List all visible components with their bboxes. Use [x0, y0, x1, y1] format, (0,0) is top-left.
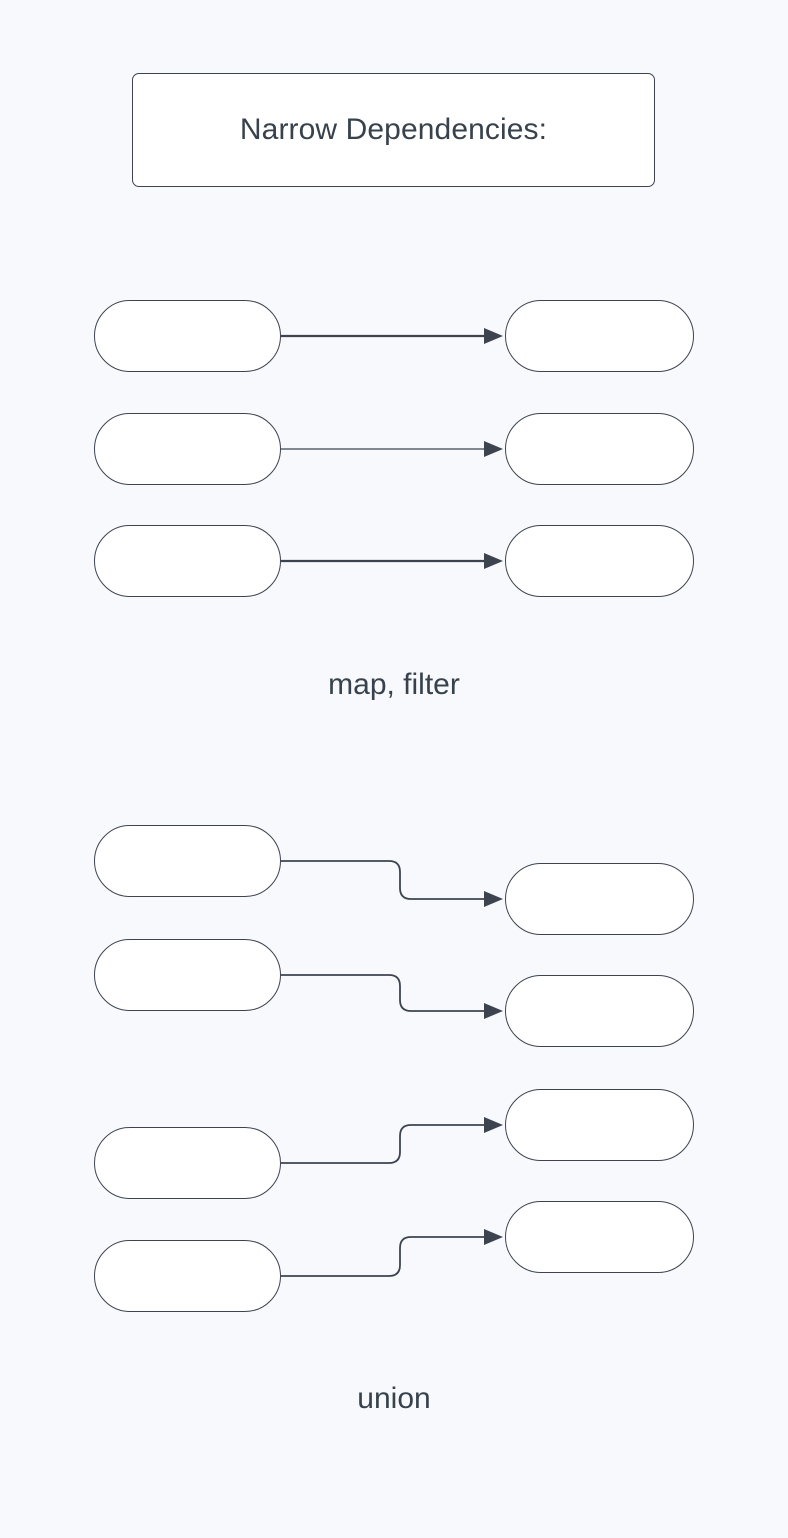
edge-union-0: [281, 860, 485, 900]
node-map-filter-target-2: [505, 525, 694, 597]
node-union-source-2: [94, 1127, 281, 1199]
node-union-target-3: [505, 1201, 694, 1273]
edge-map-filter-0-arrowhead: [484, 328, 503, 344]
node-union-target-1: [505, 975, 694, 1047]
node-map-filter-source-2: [94, 525, 281, 597]
node-union-target-2: [505, 1089, 694, 1161]
edge-union-1: [281, 974, 485, 1012]
edge-union-3-arrowhead: [484, 1229, 503, 1245]
node-map-filter-target-0: [505, 300, 694, 372]
page-title: Narrow Dependencies:: [239, 113, 548, 146]
node-union-target-0: [505, 863, 694, 935]
edge-union-2: [281, 1124, 485, 1164]
edge-union-1-arrowhead: [484, 1003, 503, 1019]
edge-map-filter-1-arrowhead: [484, 441, 503, 457]
node-union-source-1: [94, 939, 281, 1011]
edge-union-2-arrowhead: [484, 1117, 503, 1133]
node-map-filter-source-1: [94, 413, 281, 485]
node-map-filter-source-0: [94, 300, 281, 372]
node-map-filter-target-1: [505, 413, 694, 485]
edge-union-3: [281, 1236, 485, 1277]
edge-union-0-arrowhead: [484, 891, 503, 907]
caption-union: union: [357, 1382, 431, 1415]
title-box: Narrow Dependencies:: [132, 73, 655, 187]
node-union-source-0: [94, 825, 281, 897]
caption-map-filter: map, filter: [328, 668, 460, 701]
node-union-source-3: [94, 1240, 281, 1312]
edge-map-filter-2-arrowhead: [484, 553, 503, 569]
